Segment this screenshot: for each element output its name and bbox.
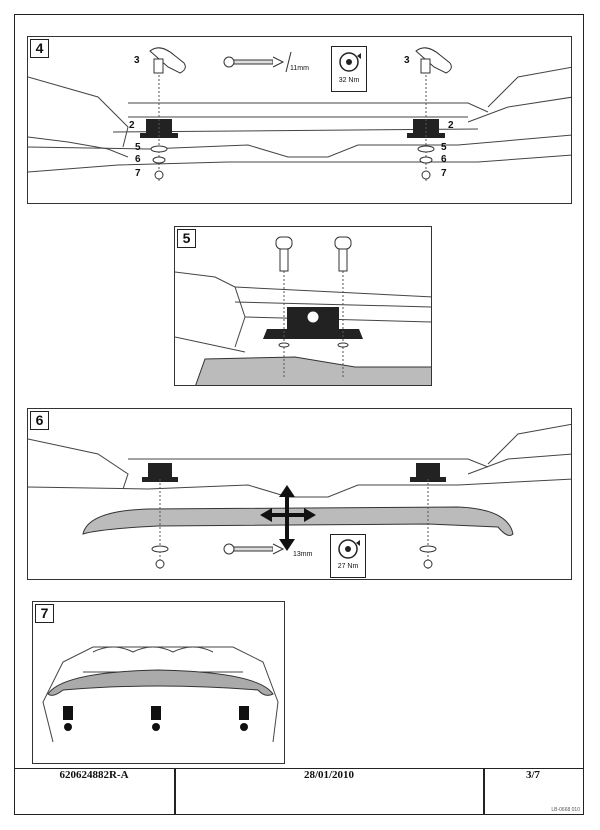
step-6-illustration [28, 423, 571, 571]
step-6-number: 6 [30, 411, 49, 430]
instruction-sheet [14, 14, 584, 815]
step-4-illustration [28, 47, 571, 182]
torque-wrench-icon [338, 539, 360, 559]
step-4-label-7-right: 7 [441, 168, 447, 179]
step-5-number: 5 [177, 229, 196, 248]
page-number: 3/7 [525, 769, 541, 781]
step-4-label-6-left: 6 [135, 154, 141, 165]
step-6-torque-badge: 27 Nm [330, 534, 366, 578]
step-5-panel: 5 [174, 226, 432, 386]
step-4-label-2-left: 2 [129, 120, 135, 131]
document-reference: 620624882R-A [59, 769, 129, 781]
step-7-number: 7 [35, 604, 54, 623]
step-5-illustration [175, 236, 431, 385]
step-6-panel: 6 [27, 408, 572, 580]
step-7-panel: 7 [32, 601, 285, 764]
step-4-label-6-right: 6 [441, 154, 447, 165]
step-4-label-3-left: 3 [134, 55, 140, 66]
step-4-label-3-right: 3 [404, 55, 410, 66]
step-6-torque-value: 27 Nm [337, 563, 359, 570]
step-4-label-5-right: 5 [441, 142, 447, 153]
step-7-illustration [42, 646, 279, 743]
document-stamp: LB-0668 010 [551, 807, 580, 813]
step-6-wrench-size: 13mm [293, 551, 313, 558]
torque-wrench-icon [339, 52, 361, 72]
step-4-label-7-left: 7 [135, 168, 141, 179]
step-4-label-2-right: 2 [448, 120, 454, 131]
step-4-wrench-size: 11mm [290, 65, 309, 72]
step-4-panel: 4 [27, 36, 572, 204]
title-block: 620624882R-A 28/01/2010 3/7 LB-0668 010 [14, 768, 584, 815]
footer-divider [483, 769, 485, 814]
step-4-torque-value: 32 Nm [338, 77, 360, 84]
document-date: 28/01/2010 [303, 769, 355, 781]
step-4-number: 4 [30, 39, 49, 58]
step-4-torque-badge: 32 Nm [331, 46, 367, 92]
footer-divider [174, 769, 176, 814]
step-4-label-5-left: 5 [135, 142, 141, 153]
